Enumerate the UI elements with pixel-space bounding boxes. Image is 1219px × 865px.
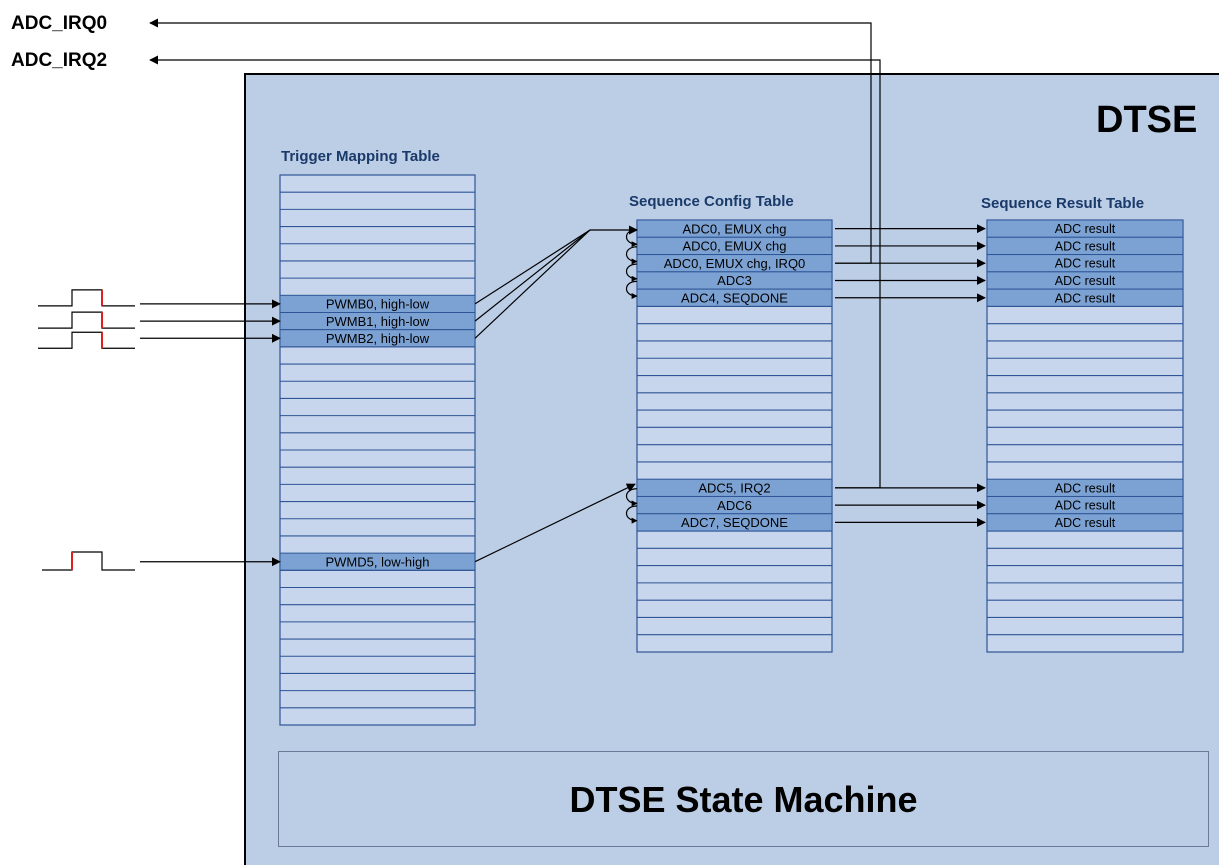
adc-irq0-label: ADC_IRQ0: [11, 13, 108, 34]
result-row-cell-label: ADC result: [1055, 481, 1116, 495]
result-row-cell-label: ADC result: [1055, 516, 1116, 530]
state-machine-label: DTSE State Machine: [569, 779, 918, 820]
sequence-row-cell-label: ADC5, IRQ2: [698, 481, 770, 496]
trigger-row-cell-label: PWMB0, high-low: [326, 297, 430, 312]
result-row-cell-label: ADC result: [1055, 274, 1116, 288]
pulse-waveform: [38, 311, 135, 329]
trigger-row-cell-label: PWMB1, high-low: [326, 314, 430, 329]
dtse-title: DTSE: [1096, 99, 1198, 141]
result-row-cell-label: ADC result: [1055, 257, 1116, 271]
sequence-row-cell-label: ADC7, SEQDONE: [681, 515, 788, 530]
result-row-cell-label: ADC result: [1055, 499, 1116, 513]
sequence-row-cell-label: ADC0, EMUX chg: [682, 239, 786, 254]
connector-lines: [140, 18, 986, 567]
sequence-row-cell-label: ADC0, EMUX chg: [682, 221, 786, 236]
sequence-row-cell-label: ADC4, SEQDONE: [681, 290, 788, 305]
pulse-waveform: [42, 551, 135, 571]
trigger-to-sequence-line: [474, 229, 591, 322]
trigger-row-cell-label: PWMD5, low-high: [325, 554, 429, 569]
sequence-row-cell-label: ADC6: [717, 498, 752, 513]
state-machine-box: DTSE State Machine: [278, 751, 1209, 847]
sequence-table-title: Sequence Config Table: [629, 193, 794, 210]
trigger-to-sequence-arrow: [474, 483, 636, 563]
result-row-cell-label: ADC result: [1055, 222, 1116, 236]
result-row-cell-label: ADC result: [1055, 291, 1116, 305]
trigger-to-sequence-line: [474, 229, 591, 339]
sequence-row-cell-label: ADC3: [717, 273, 752, 288]
sequence-chain-arrow: [625, 263, 638, 282]
trigger-table-title: Trigger Mapping Table: [281, 148, 440, 165]
trigger-to-sequence-line: [474, 229, 591, 305]
result-table-title: Sequence Result Table: [981, 195, 1145, 212]
result-row-cell-label: ADC result: [1055, 239, 1116, 253]
pulse-waveform: [38, 331, 135, 349]
sequence-chain-arrow: [625, 280, 638, 300]
trigger-pulse-waveforms: [38, 289, 135, 571]
irq0-feedback-arrow: [149, 18, 872, 264]
irq2-feedback-arrow: [149, 55, 881, 489]
sequence-chain-arrow: [625, 228, 638, 248]
sequence-chain-arrow: [625, 246, 638, 265]
sequence-chain-arrow: [625, 505, 638, 524]
pulse-waveform: [38, 289, 135, 307]
sequence-row-cell-label: ADC0, EMUX chg, IRQ0: [664, 256, 806, 271]
trigger-row-cell-label: PWMB2, high-low: [326, 331, 430, 346]
sequence-chain-arrow: [625, 488, 638, 507]
adc-irq2-label: ADC_IRQ2: [11, 50, 108, 71]
